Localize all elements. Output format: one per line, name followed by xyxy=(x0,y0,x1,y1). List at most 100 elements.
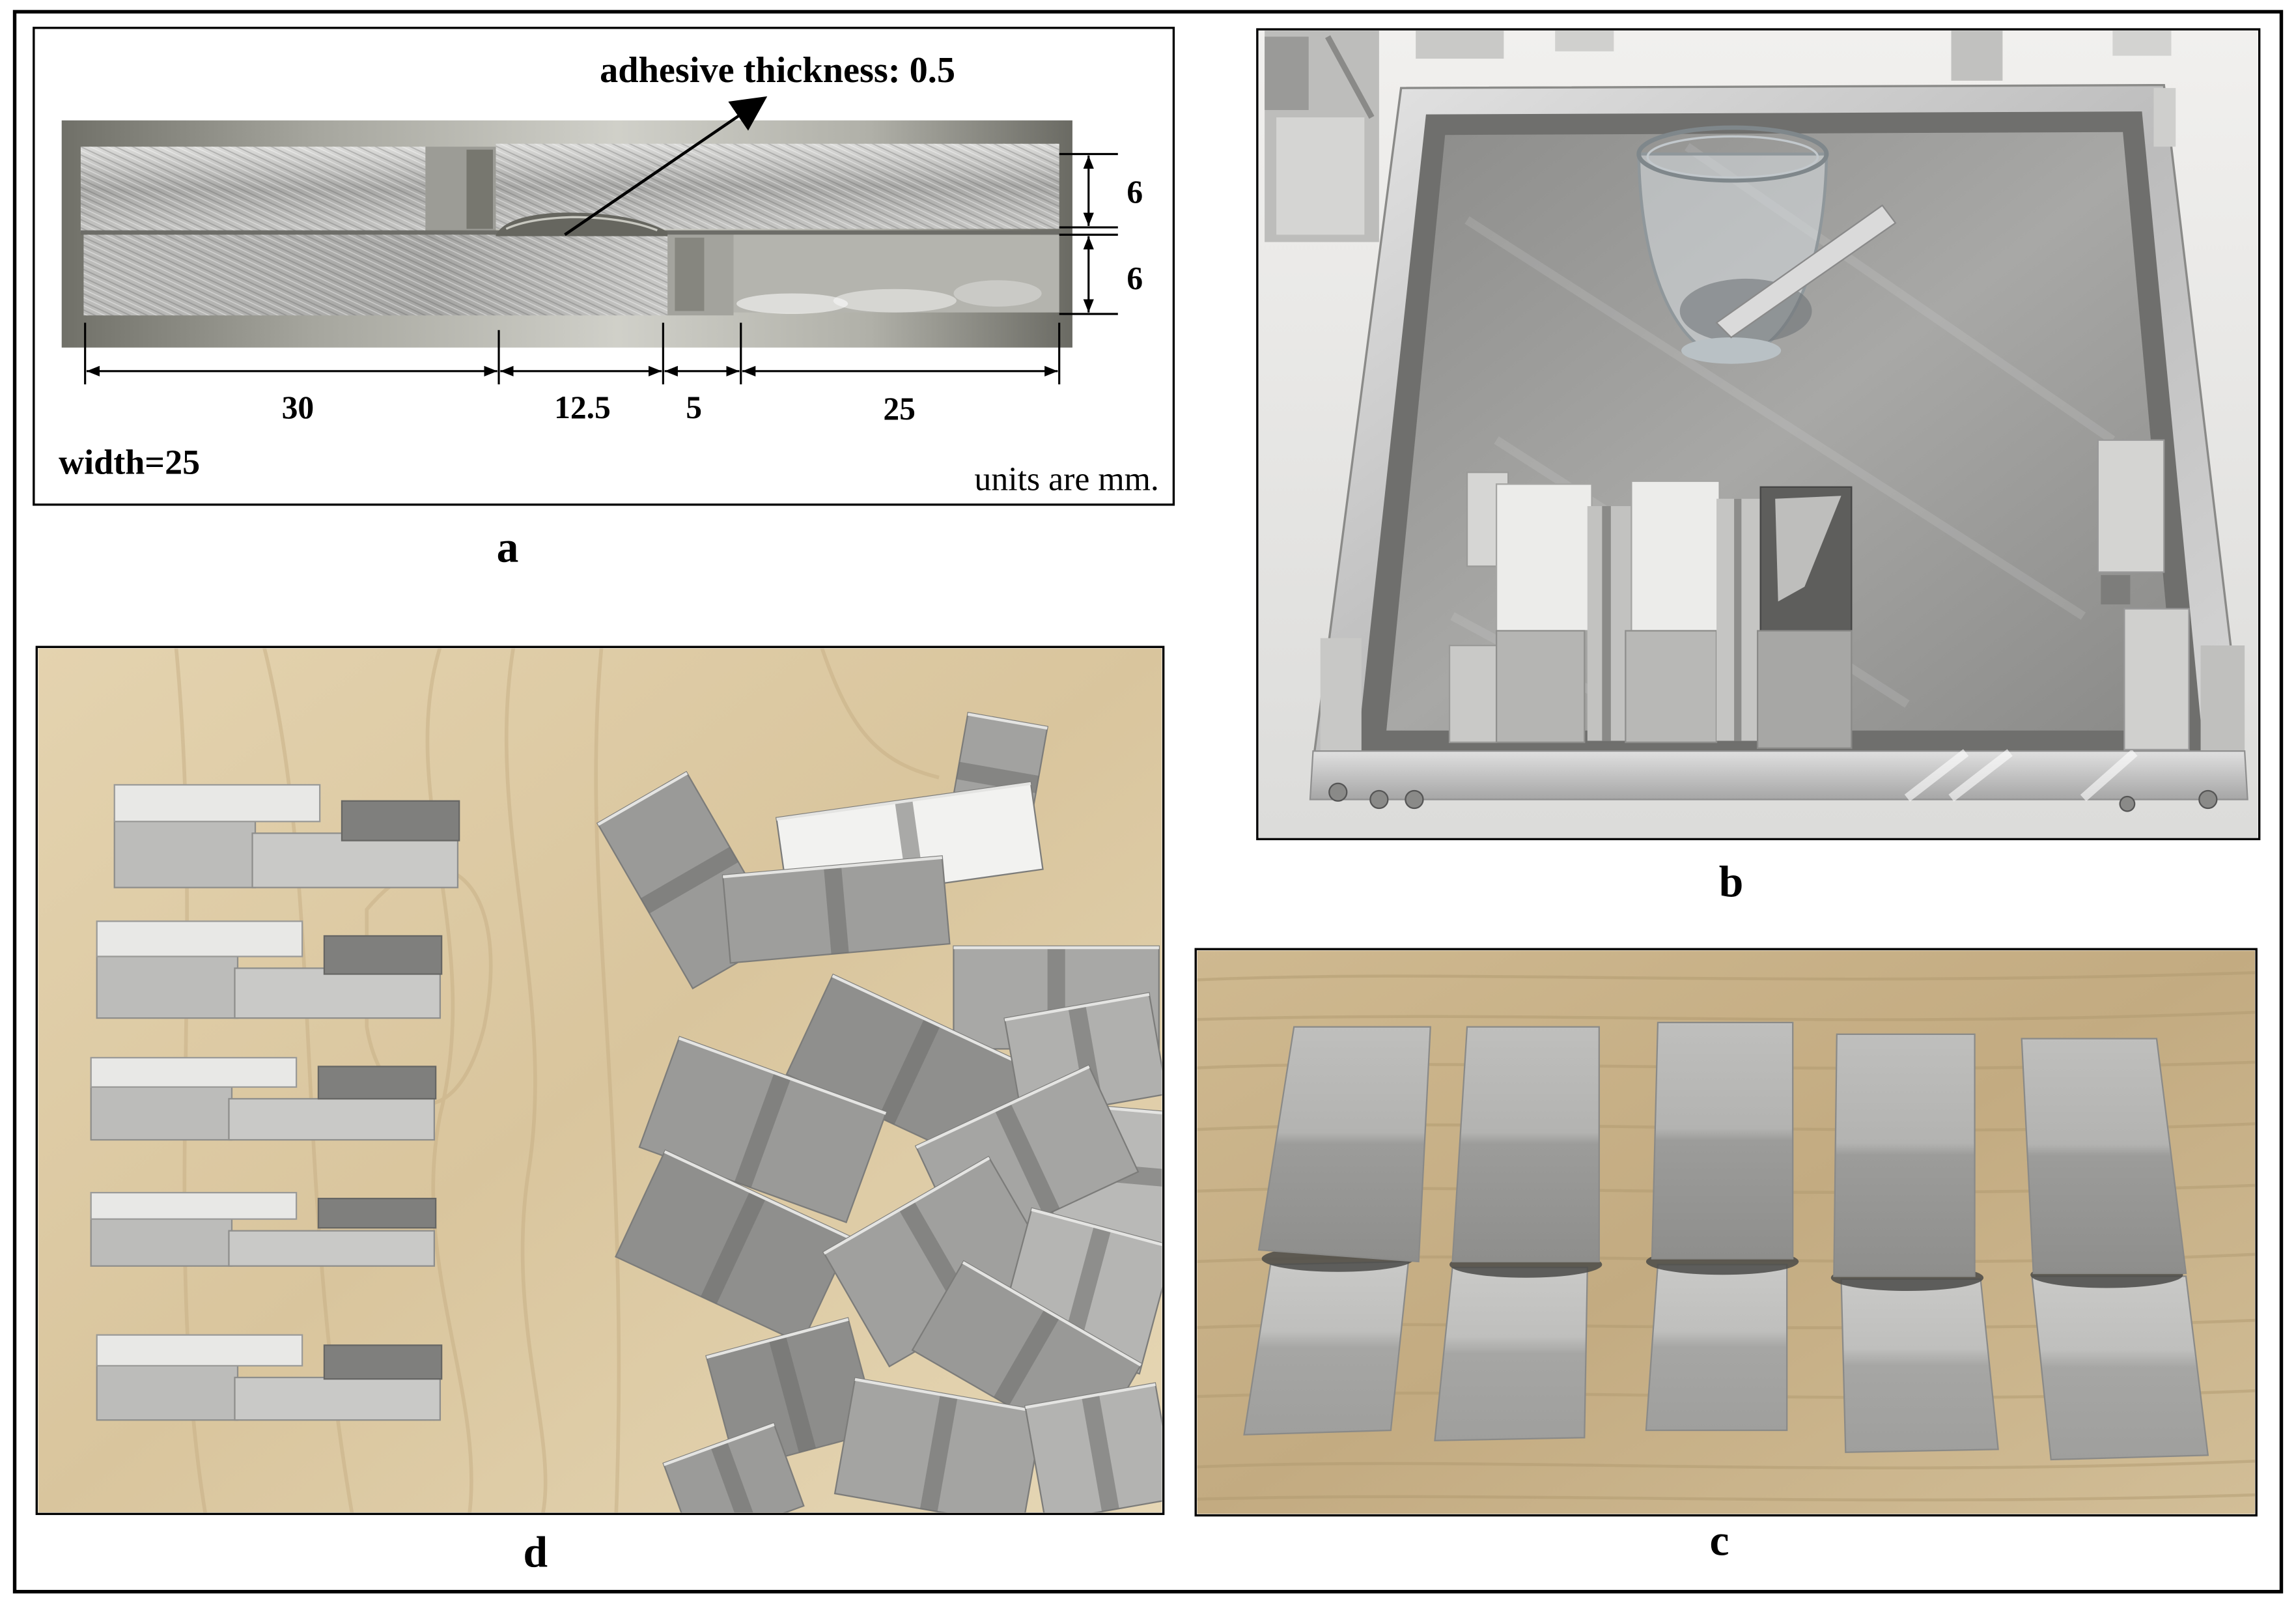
lower-left-adherend xyxy=(90,1083,233,1141)
bonded-specimens-photo xyxy=(1197,950,2255,1514)
length-label-5: 5 xyxy=(686,389,702,425)
mold-photo xyxy=(1259,31,2258,838)
tray-corner-bracket xyxy=(2153,88,2176,147)
side-view-specimen xyxy=(90,1056,437,1141)
overlap-band xyxy=(878,1017,941,1125)
bolt xyxy=(1405,789,1424,810)
panel-d-label: d xyxy=(524,1527,548,1576)
specimen-upper-adherend xyxy=(1833,1033,1976,1277)
specimen-lower-adherend xyxy=(2031,1275,2209,1461)
plate-texture xyxy=(83,234,668,316)
specimen-batch-photo xyxy=(38,648,1162,1513)
top-gap-shadow xyxy=(466,149,494,229)
lower-right-adherend xyxy=(251,832,459,888)
specimen xyxy=(785,973,1034,1168)
upper-right-adherend xyxy=(317,1066,437,1100)
background-object xyxy=(1555,31,1614,51)
specimen-lower-plate xyxy=(1757,630,1853,749)
specimen-lower-adherend xyxy=(1243,1260,1410,1436)
edge-highlight xyxy=(962,1261,1142,1366)
specimen xyxy=(638,1036,888,1224)
bolt xyxy=(1369,789,1389,810)
spacer-block xyxy=(1448,644,1498,743)
edge-highlight xyxy=(597,772,688,826)
specimen xyxy=(1024,1382,1162,1513)
overlap-band xyxy=(823,864,849,954)
overlap-band xyxy=(710,1440,757,1513)
edge-highlight xyxy=(679,1036,887,1115)
lower-right-adherend xyxy=(234,1376,441,1421)
width-note: width=25 xyxy=(59,442,200,481)
length-label-25: 25 xyxy=(883,391,916,427)
lower-left-adherend xyxy=(113,817,257,888)
beaker-rim-inner xyxy=(1646,135,1819,179)
tray-front-rail xyxy=(1309,750,2248,800)
spacer-shadow xyxy=(1602,506,1611,741)
specimen-upper-plate xyxy=(1631,480,1720,632)
lower-left-adherend xyxy=(96,952,239,1019)
plate-reflection xyxy=(736,293,848,314)
overlap-band xyxy=(701,1190,766,1304)
overlap-band xyxy=(768,1335,817,1453)
specimen xyxy=(2021,1038,2209,1461)
specimen-upper-adherend xyxy=(1451,1026,1600,1263)
side-view-specimen xyxy=(90,1191,437,1267)
fixture-clamp xyxy=(1265,36,1309,110)
spacer-block xyxy=(2097,439,2165,573)
adhesive-pointer-arrow xyxy=(564,96,768,236)
specimen xyxy=(614,1149,853,1345)
specimen xyxy=(1830,1033,1999,1453)
upper-right-adherend xyxy=(341,800,460,842)
bottom-gap-shadow xyxy=(675,237,705,311)
specimen-lower-adherend xyxy=(1434,1266,1588,1441)
edge-highlight xyxy=(706,1318,849,1359)
upper-left-adherend xyxy=(113,784,321,823)
tray-right-bracket xyxy=(2200,645,2245,763)
upper-right-adherend xyxy=(317,1197,437,1229)
overlap-band xyxy=(1081,1393,1119,1512)
upper-left-adherend xyxy=(96,1334,303,1367)
upper-left-adherend xyxy=(90,1056,298,1088)
edge-highlight xyxy=(723,856,943,879)
units-note: units are mm. xyxy=(974,460,1158,498)
panel-c xyxy=(1194,948,2258,1517)
specimen-lower-adherend xyxy=(1840,1278,1999,1453)
side-view-specimen xyxy=(96,1334,443,1421)
background-object xyxy=(1951,31,2003,81)
overlap-band xyxy=(919,1393,958,1512)
spacer-shadow xyxy=(1734,498,1742,741)
specimen-upper-plate xyxy=(1495,483,1593,632)
spatula xyxy=(1715,204,1897,339)
adhesive-highlight xyxy=(505,216,658,232)
edge-highlight xyxy=(664,1150,852,1240)
figure-outer-frame xyxy=(12,10,2284,1594)
upper-right-adherend xyxy=(323,935,443,975)
side-view-specimen xyxy=(96,920,443,1019)
fixture-rod xyxy=(1325,35,1375,119)
plate-reflection xyxy=(833,289,957,313)
background-object xyxy=(1416,31,1504,59)
upper-left-adherend xyxy=(96,920,303,957)
specimen-upper-adherend xyxy=(1651,1021,1794,1260)
specimen-row xyxy=(1243,1021,2209,1461)
bolt xyxy=(1328,782,1348,802)
panel-b-label: b xyxy=(1719,857,1744,906)
side-view-specimen xyxy=(113,784,460,888)
edge-highlight xyxy=(663,1423,775,1466)
lower-right-adherend xyxy=(228,1230,436,1267)
edge-highlight xyxy=(1031,1208,1162,1249)
edge-highlight xyxy=(854,1378,1043,1414)
beaker-bottom xyxy=(1681,337,1782,364)
specimen-lower-adherend xyxy=(1645,1264,1788,1432)
lower-right-adherend xyxy=(228,1097,436,1141)
plate-texture xyxy=(80,147,426,232)
top-thickness-label: 6 xyxy=(1127,174,1143,210)
specimen xyxy=(662,1422,805,1513)
panel-d xyxy=(35,645,1165,1516)
specimen xyxy=(1645,1021,1799,1432)
edge-highlight xyxy=(832,974,1033,1071)
lower-left-adherend xyxy=(96,1362,239,1421)
specimen-upper-adherend xyxy=(2021,1038,2187,1275)
panel-c-frame xyxy=(1194,948,2258,1517)
